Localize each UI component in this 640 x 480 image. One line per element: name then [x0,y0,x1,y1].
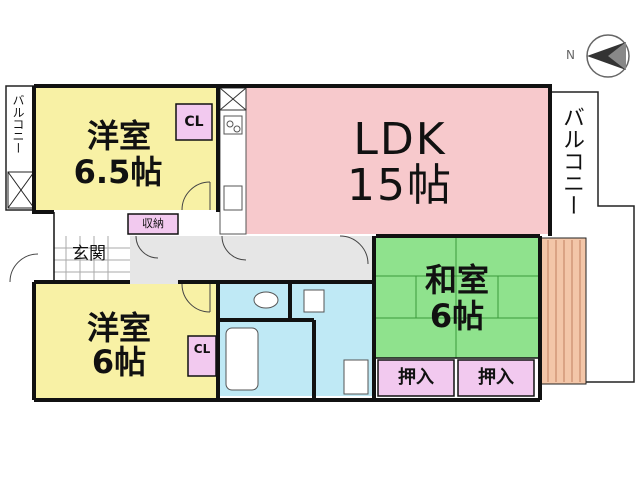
oshiire-2-label: 押入 [478,367,514,388]
western-room-1-size: 6.5帖 [73,153,163,191]
oshiire-1 [378,360,454,396]
closet-cl1 [176,104,212,140]
western-room-2-size: 6帖 [91,343,147,381]
balcony-floor [539,237,587,385]
oshiire-1-label: 押入 [398,367,434,388]
entrance-label: 玄関 [72,244,106,264]
japanese-room [376,236,538,358]
japanese-room-size: 6帖 [429,297,485,335]
right-balcony-label: バルコニー [559,106,584,216]
ldk-room-name: LDK [353,114,447,165]
compass-north-label: N [566,48,575,62]
oshiire-2 [458,360,534,396]
storage-closet [128,214,178,234]
ldk-room-size: 15帖 [347,160,453,211]
compass-icon [586,34,630,78]
western-room-1-name: 洋室 [86,117,151,155]
corridor [130,236,374,284]
closet-cl1-label: CL [184,114,204,130]
storage-closet-label: 収納 [142,217,164,230]
closet-cl2-label: CL [193,342,211,356]
entrance-floor [54,236,130,280]
left-balcony-label: バルコニー [11,94,25,154]
ldk-room [246,88,548,234]
western-room-2-name: 洋室 [86,309,151,347]
closet-cl2 [188,336,216,376]
japanese-room-name: 和室 [424,261,489,299]
